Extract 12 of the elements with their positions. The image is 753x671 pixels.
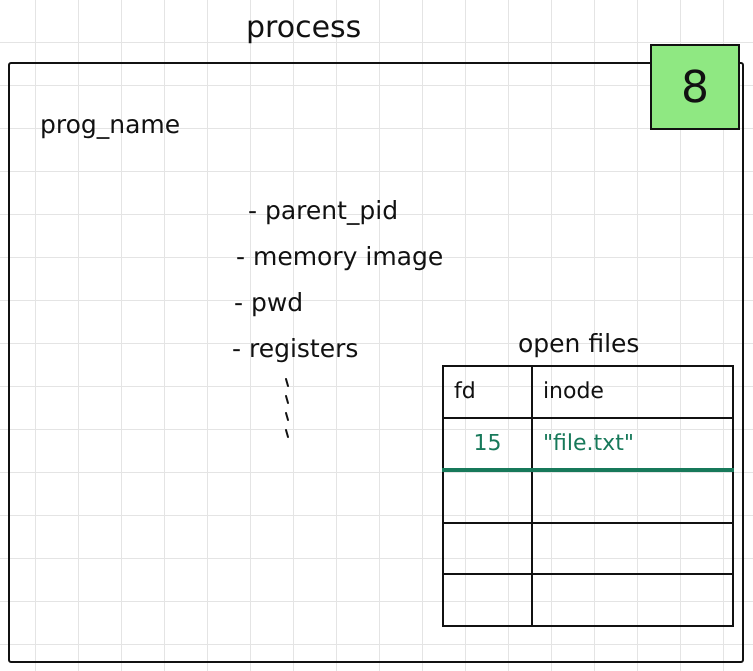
table-heading: open files bbox=[518, 329, 640, 358]
list-item: - parent_pid bbox=[248, 196, 398, 225]
field-name: prog_name bbox=[40, 110, 180, 139]
table-cell: 15 bbox=[473, 430, 502, 456]
list-item: - memory image bbox=[236, 242, 444, 271]
column-header: fd bbox=[454, 379, 476, 404]
highlight-box: 8 bbox=[650, 44, 740, 130]
frame-title: process bbox=[246, 10, 362, 45]
table-cell: "file.txt" bbox=[542, 430, 634, 456]
list-item: - registers bbox=[232, 334, 358, 363]
column-header: inode bbox=[542, 379, 604, 404]
list-item: - pwd bbox=[234, 288, 304, 317]
